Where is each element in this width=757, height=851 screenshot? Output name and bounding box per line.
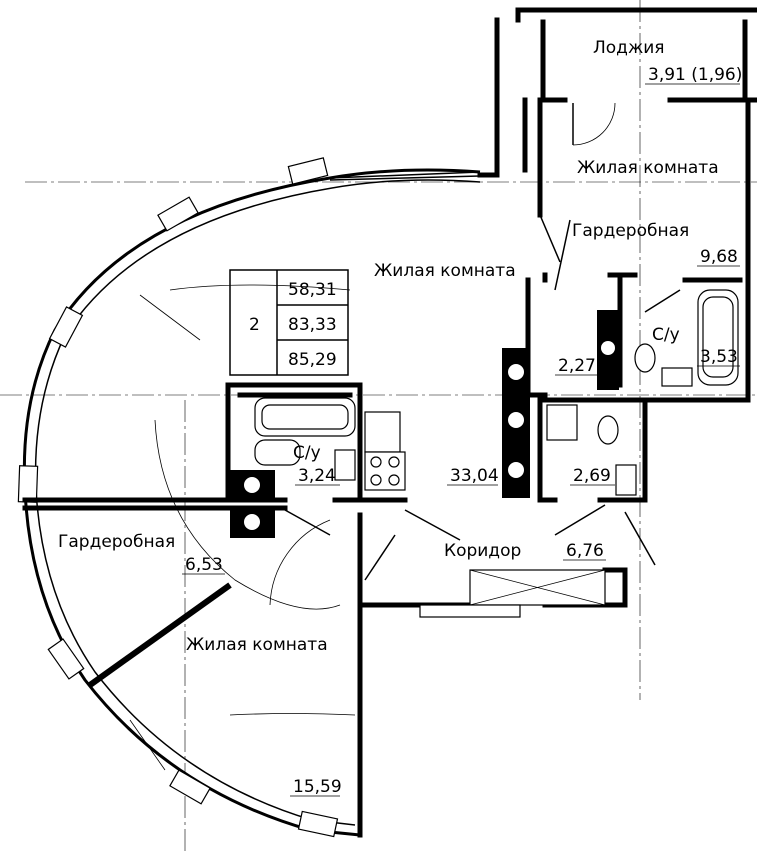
living-sw-name: Жилая комната bbox=[186, 635, 328, 655]
bath-center-name: С/у bbox=[293, 443, 321, 463]
bath-ne-area: 3,53 bbox=[700, 347, 738, 367]
living-ne-name: Жилая комната bbox=[577, 158, 719, 178]
strips bbox=[419, 569, 606, 618]
bath-center-area: 3,24 bbox=[298, 466, 336, 486]
area-underlines bbox=[182, 83, 740, 797]
fixtures bbox=[254, 289, 739, 496]
summary-area-total: 83,33 bbox=[288, 315, 337, 335]
wardrobe-ne-area: 2,27 bbox=[558, 356, 596, 376]
loggia-area: 3,91 (1,96) bbox=[648, 65, 742, 85]
room-labels: Лоджия 3,91 (1,96) Жилая комната 9,68 Га… bbox=[58, 38, 742, 797]
wardrobe-w-name: Гардеробная bbox=[58, 532, 175, 552]
wardrobe-w-area: 6,53 bbox=[185, 555, 223, 575]
summary-area-with-loggia: 85,29 bbox=[288, 350, 337, 370]
living-sw-area: 15,59 bbox=[293, 777, 342, 797]
living-main-area: 33,04 bbox=[450, 466, 499, 486]
corridor-area: 6,76 bbox=[566, 541, 604, 561]
living-ne-area: 9,68 bbox=[700, 247, 738, 267]
curved-outer-wall bbox=[22, 168, 481, 837]
corridor-name: Коридор bbox=[444, 541, 521, 561]
bath-ne-name: С/у bbox=[652, 325, 680, 345]
wardrobe-ne-name: Гардеробная bbox=[572, 221, 689, 241]
wc-small-area: 2,69 bbox=[573, 466, 611, 486]
summary-table: 2 58,31 83,33 85,29 bbox=[229, 269, 349, 376]
summary-rooms: 2 bbox=[249, 315, 260, 335]
living-main-name: Жилая комната bbox=[374, 261, 516, 281]
shafts bbox=[230, 310, 619, 538]
windows bbox=[17, 157, 339, 838]
doors bbox=[129, 102, 681, 771]
summary-area-living: 58,31 bbox=[288, 280, 337, 300]
loggia-name: Лоджия bbox=[593, 38, 665, 58]
